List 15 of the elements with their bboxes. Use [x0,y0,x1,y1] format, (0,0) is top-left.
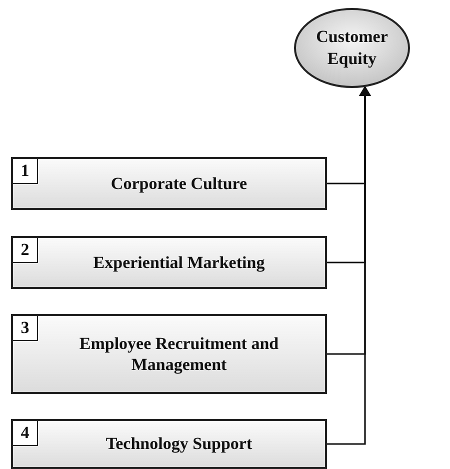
number-tag: 4 [13,421,38,446]
number-tag: 2 [13,238,38,263]
factor-label: Employee Recruitment and Management [78,332,280,376]
number-tag: 1 [13,159,38,184]
factor-label: Corporate Culture [110,172,248,195]
outcome-ellipse [294,8,410,88]
factor-label: Technology Support [104,433,254,456]
factor-box [11,236,327,289]
number-tag: 3 [13,316,38,341]
factor-box [11,157,327,210]
outcome-label: Customer Equity [315,26,389,70]
connector-arrow [327,86,371,445]
factor-box [11,314,327,394]
factor-label: Experiential Marketing [92,252,266,274]
factor-box [11,419,327,469]
